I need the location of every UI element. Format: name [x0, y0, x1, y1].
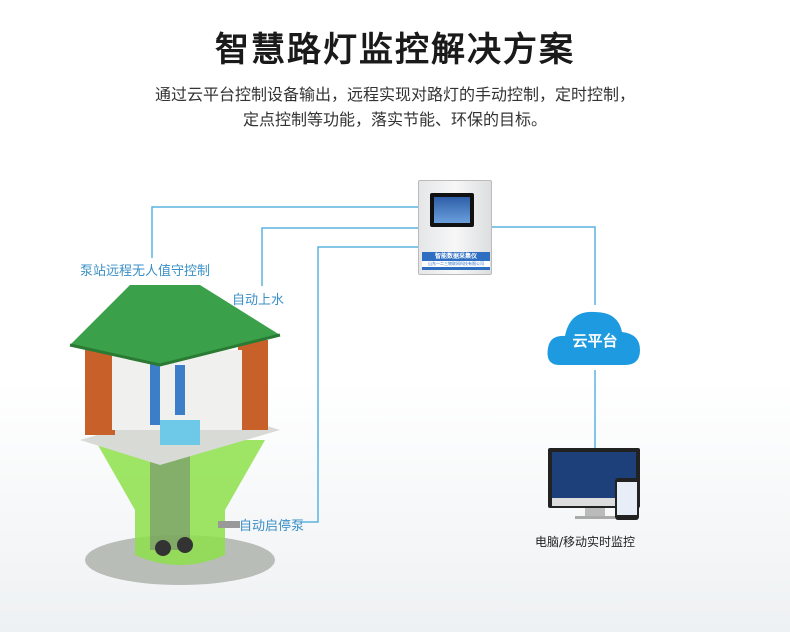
- device-name: 智能数据采集仪: [434, 253, 477, 260]
- phone-icon: [615, 478, 639, 520]
- label-auto-water: 自动上水: [232, 293, 285, 308]
- device-screen: [430, 193, 474, 227]
- pump-station-illustration: [69, 285, 281, 585]
- connector-lines: [151, 206, 596, 523]
- device-company: 山东一二三物联网科技有限公司: [422, 261, 490, 267]
- label-monitoring: 电脑/移动实时监控: [535, 535, 636, 549]
- label-auto-pump: 自动启停泵: [239, 519, 305, 534]
- subtitle-line-2: 定点控制等功能，落实节能、环保的目标。: [242, 110, 547, 129]
- subtitle-line-1: 通过云平台控制设备输出，远程实现对路灯的手动控制，定时控制，: [154, 85, 635, 104]
- cloud-label: 云平台: [572, 332, 618, 350]
- label-remote-control: 泵站远程无人值守控制: [80, 264, 211, 279]
- data-collector-device: 智能数据采集仪山东一二三物联网科技有限公司: [418, 180, 492, 275]
- cloud-icon: [547, 311, 640, 365]
- page-title: 智慧路灯监控解决方案: [215, 30, 575, 70]
- device-plate: 智能数据采集仪山东一二三物联网科技有限公司: [422, 252, 490, 270]
